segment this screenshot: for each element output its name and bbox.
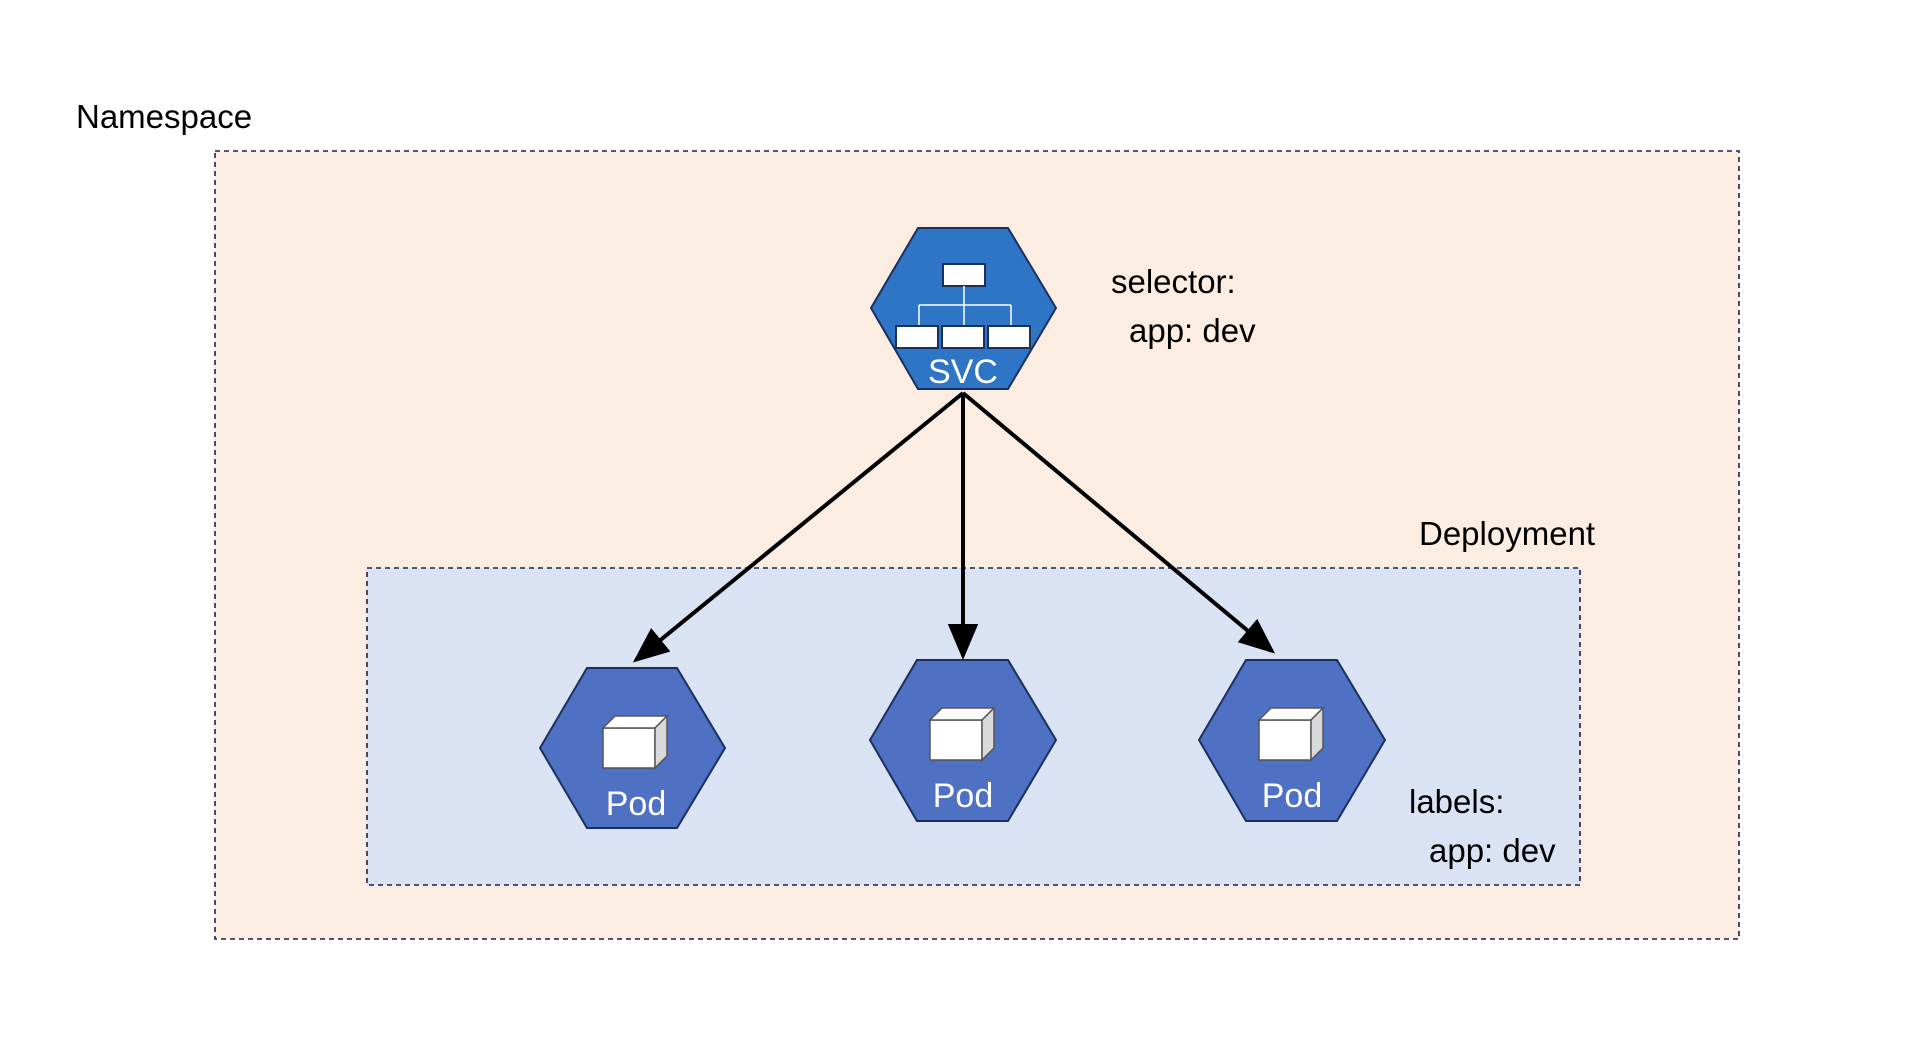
pod-icon-2: Pod: [868, 659, 1058, 822]
pod-label: Pod: [606, 785, 667, 823]
selector-value: app: dev: [1129, 312, 1256, 349]
labels-value: app: dev: [1429, 832, 1556, 869]
deployment-label: Deployment: [1419, 515, 1595, 552]
arrow-svc-to-pod-1: [632, 391, 965, 663]
arrow-svc-to-pod-3: [961, 391, 1276, 654]
labels-heading: labels:: [1409, 783, 1504, 820]
svc-label: SVC: [928, 353, 998, 391]
service-hierarchy-icon: [895, 263, 1031, 349]
pod-label: Pod: [1262, 777, 1323, 815]
selector-heading: selector:: [1111, 263, 1236, 300]
svc-icon: SVC: [869, 227, 1058, 391]
pod-icon-3: Pod: [1197, 659, 1387, 822]
container-cube-icon: [1257, 706, 1325, 762]
container-cube-icon: [601, 714, 669, 770]
container-cube-icon: [928, 706, 996, 762]
pod-icon-1: Pod: [538, 667, 727, 829]
pod-label: Pod: [933, 777, 994, 815]
namespace-label: Namespace: [76, 98, 252, 135]
